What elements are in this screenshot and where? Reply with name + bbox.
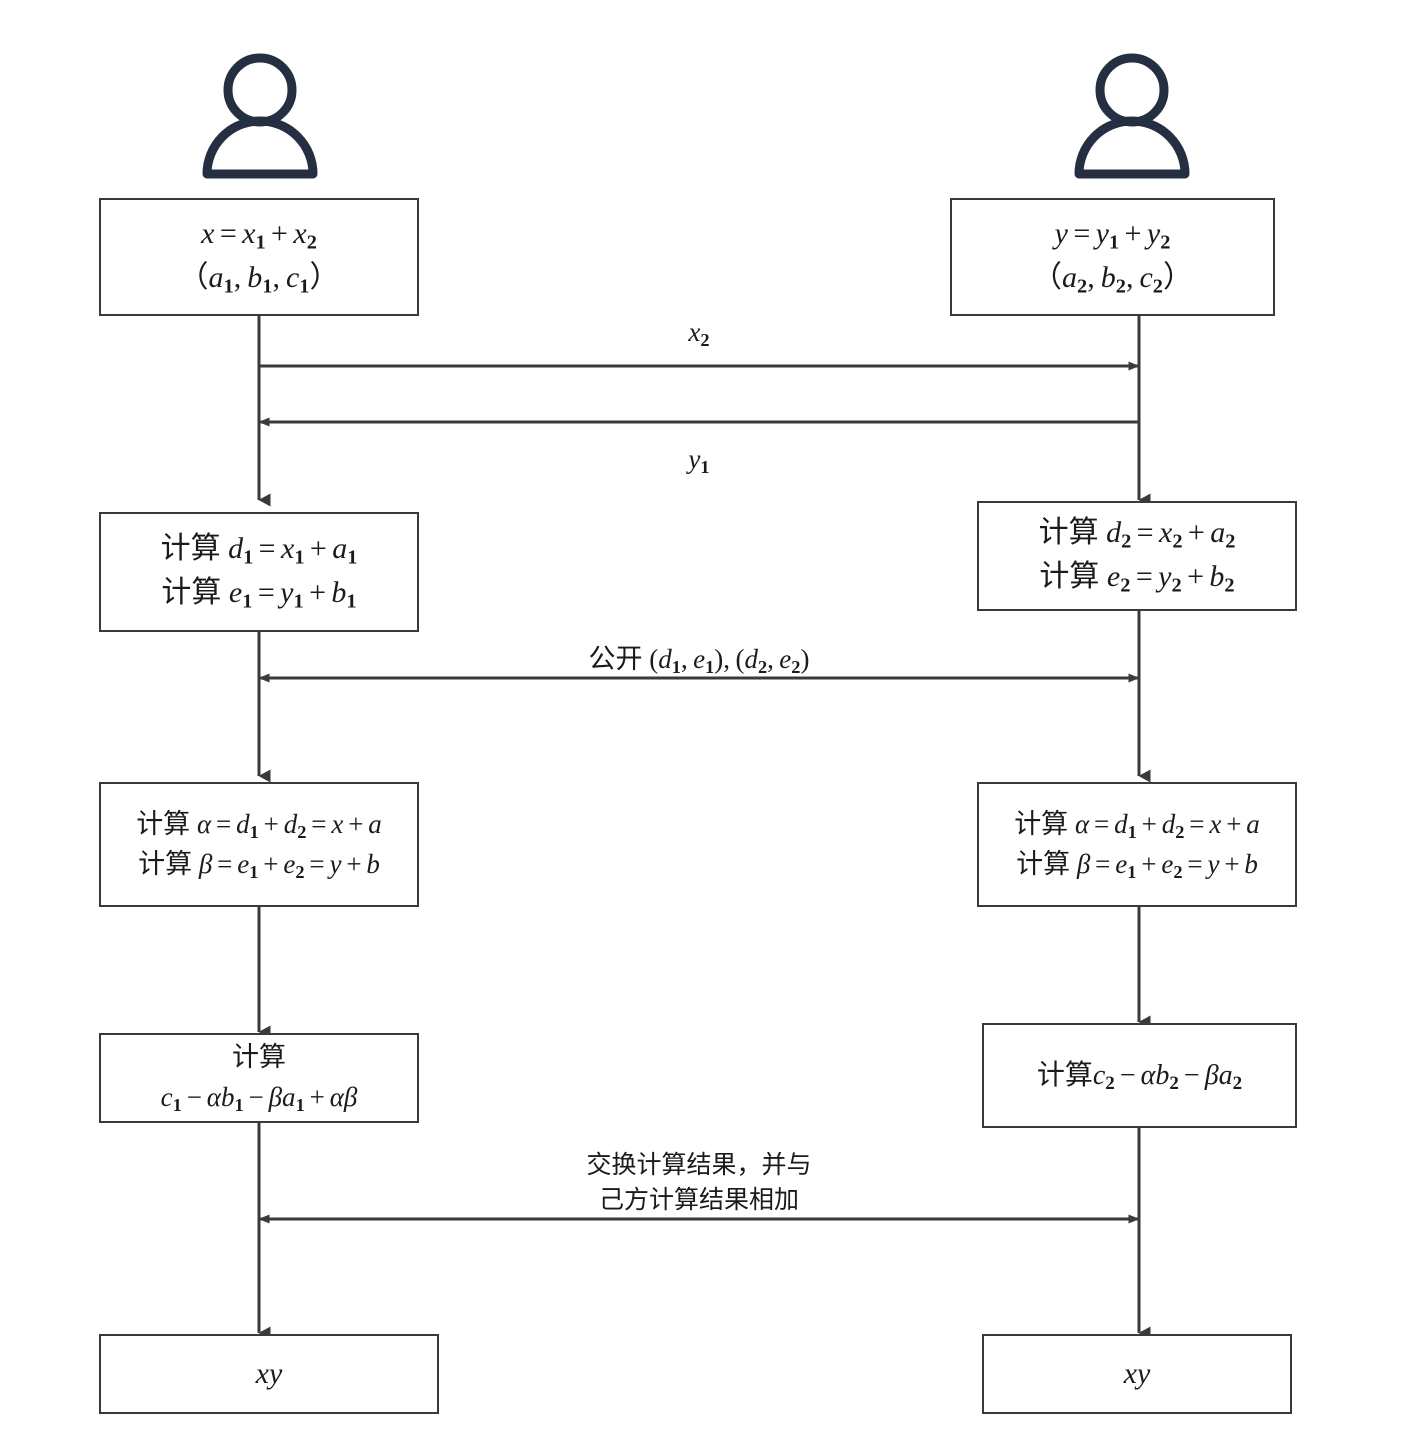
left-box-compute-d1-e1: 计算 d1=x1+a1 计算 e1=y1+b1: [99, 512, 419, 632]
right-box4-line1: 计算c2−αb2−βa2: [1036, 1057, 1243, 1094]
right-box3-line1: 计算 α=d1+d2=x+a: [1014, 808, 1260, 842]
left-box4-line1: 计算: [232, 1042, 286, 1074]
party-1-icon: [202, 53, 318, 179]
edge-label-send-x2: x2: [688, 317, 710, 350]
right-box1-line2: （a2, b2, c2）: [1032, 261, 1193, 298]
left-box-result-xy: xy: [99, 1334, 439, 1414]
edge-label-exchange-results: 交换计算结果，并与 己方计算结果相加: [489, 1148, 909, 1217]
right-box-secret-share: y=y1+y2 （a2, b2, c2）: [950, 198, 1275, 316]
left-box-compute-alpha-beta: 计算 α=d1+d2=x+a 计算 β=e1+e2=y+b: [99, 782, 419, 907]
left-box2-line2: 计算 e1=y1+b1: [161, 575, 357, 613]
left-box1-line2: （a1, b1, c1）: [178, 261, 340, 298]
edge-label-exchange-line1: 交换计算结果，并与: [586, 1150, 812, 1179]
left-box1-line1: x=x1+x2: [201, 216, 317, 254]
left-box-compute-share-product: 计算 c1−αb1−βa1+αβ: [99, 1033, 419, 1123]
edge-label-exchange-line2: 己方计算结果相加: [598, 1184, 799, 1214]
right-box-compute-alpha-beta: 计算 α=d1+d2=x+a 计算 β=e1+e2=y+b: [977, 782, 1297, 907]
right-box2-line2: 计算 e2=y2+b2: [1039, 559, 1235, 597]
person-body-icon: [202, 116, 318, 179]
right-box5-line1: xy: [1123, 1356, 1151, 1390]
left-box3-line2: 计算 β=e1+e2=y+b: [138, 848, 380, 882]
right-box1-line1: y=y1+y2: [1054, 216, 1171, 254]
left-box2-line1: 计算 d1=x1+a1: [160, 530, 358, 569]
person-body-icon: [1074, 116, 1190, 179]
left-box-secret-share: x=x1+x2 （a1, b1, c1）: [99, 198, 419, 316]
right-box2-line1: 计算 d2=x2+a2: [1038, 514, 1236, 553]
party-2-icon: [1074, 53, 1190, 179]
left-box3-line1: 计算 α=d1+d2=x+a: [136, 808, 382, 842]
left-box4-line2: c1−αb1−βa1+αβ: [160, 1081, 358, 1115]
right-box3-line2: 计算 β=e1+e2=y+b: [1016, 848, 1258, 882]
right-box-compute-d2-e2: 计算 d2=x2+a2 计算 e2=y2+b2: [977, 501, 1297, 611]
left-box5-line1: xy: [255, 1356, 283, 1390]
right-box-result-xy: xy: [982, 1334, 1292, 1414]
right-box-compute-share-product: 计算c2−αb2−βa2: [982, 1023, 1297, 1128]
person-head-icon: [1095, 53, 1169, 127]
edge-label-publish-de: 公开 (d1, e1), (d2, e2): [588, 644, 810, 677]
person-head-icon: [223, 53, 297, 127]
edge-label-send-y1: y1: [688, 444, 710, 477]
